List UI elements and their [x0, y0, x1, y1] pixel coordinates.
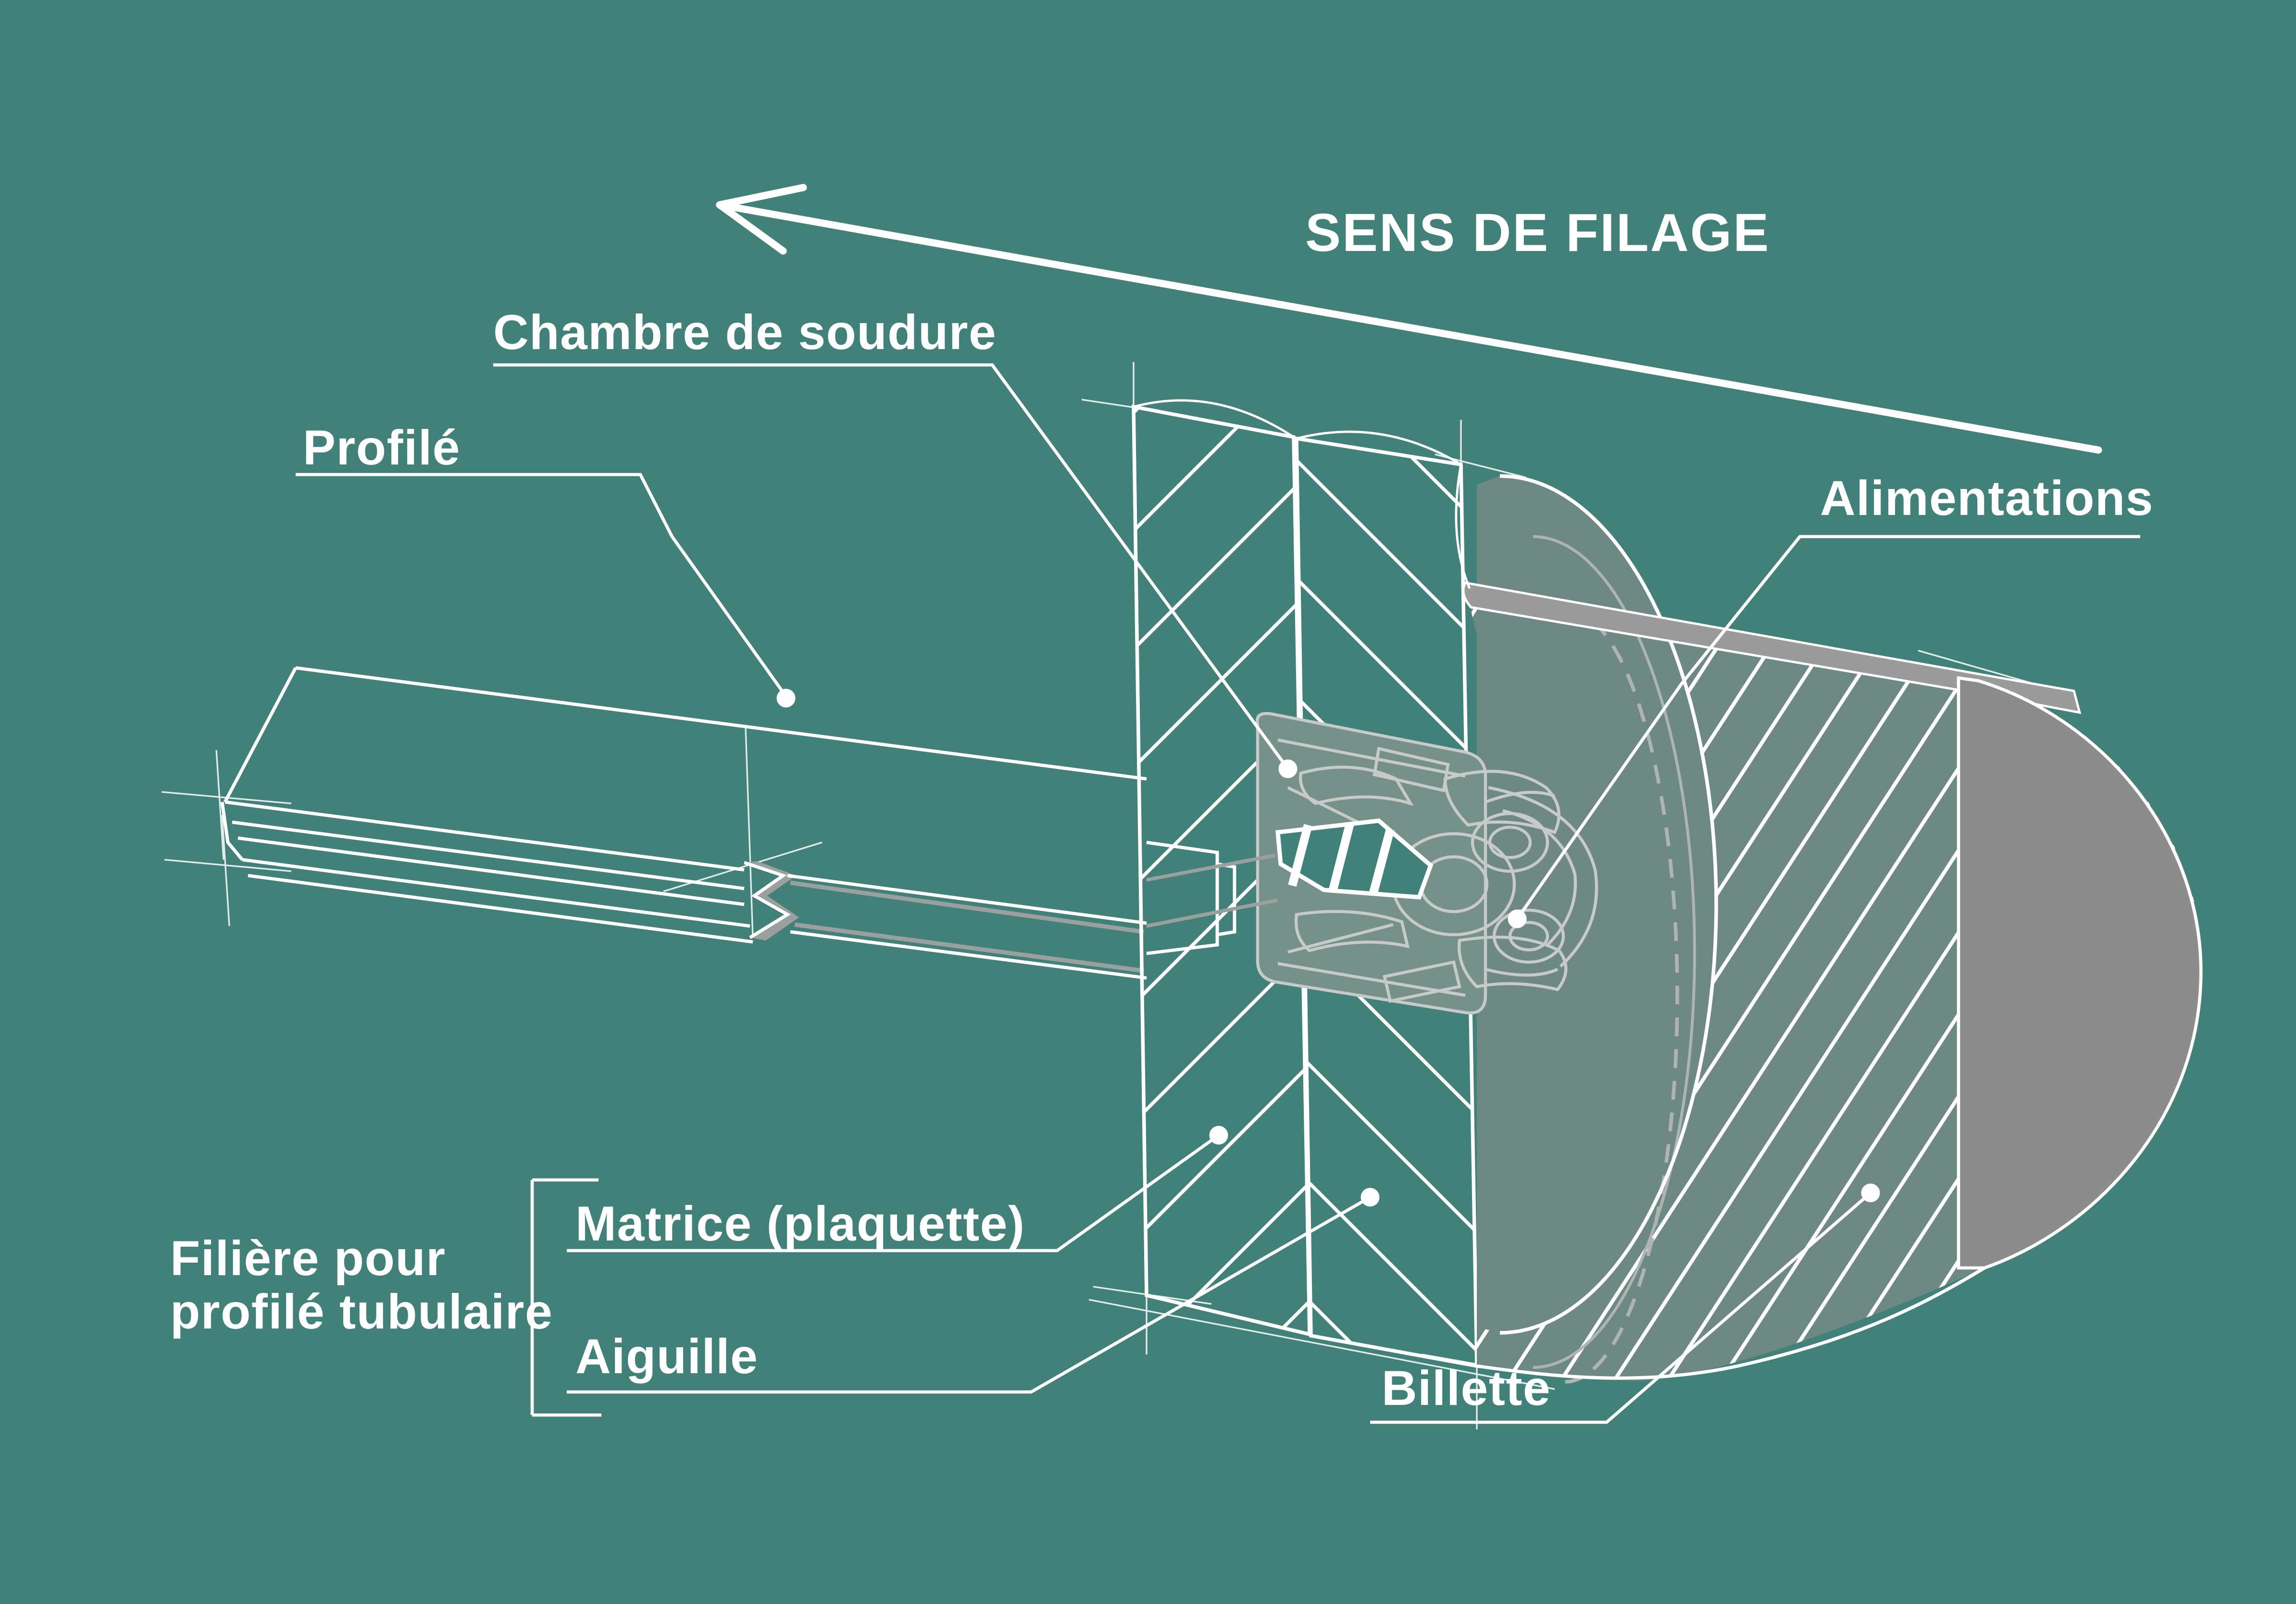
dot-billette [1861, 1183, 1880, 1203]
feed-port-lower-right [1458, 935, 1568, 991]
leader-chambre [493, 363, 1289, 770]
leader-lines [296, 363, 2140, 1424]
leader-matrice [567, 1134, 1220, 1253]
label-matrice: Matrice (plaquette) [575, 1197, 1025, 1252]
label-alimentations: Alimentations [1820, 472, 2154, 526]
feed-port-lower-left [1295, 910, 1410, 952]
billet-bottom-edge [1476, 1266, 1985, 1380]
beam-edge-bottom-2 [248, 874, 753, 944]
arrow-barb-upper [716, 184, 807, 209]
dot-matrice [1209, 1126, 1228, 1145]
leader-dots [776, 689, 1880, 1207]
beam-edge-top-rear [295, 666, 1147, 781]
label-chambre-de-soudure: Chambre de soudure [493, 306, 997, 361]
label-aiguille: Aiguille [575, 1330, 759, 1385]
beam-edge-inner-2 [237, 836, 745, 906]
direction-arrow [716, 184, 2102, 454]
filiere-bracket [530, 1178, 601, 1417]
hidden-bore-dashed-arc [1564, 607, 1679, 1384]
feed-port-upper-right [1443, 770, 1560, 834]
die-orifice-slot [1275, 818, 1434, 900]
leader-billette [1370, 1191, 1872, 1424]
beam-edge-inner-1 [232, 820, 745, 890]
dot-profile [776, 689, 796, 708]
beam-break-wall [744, 861, 799, 940]
leader-aiguille [567, 1196, 1371, 1394]
label-profile: Profilé [303, 421, 461, 476]
leader-alimentations [1516, 535, 2140, 920]
beam-edge-top-front [225, 800, 1147, 925]
direction-label: SENS DE FILAGE [1305, 203, 1771, 263]
beam-break-zigzag [743, 861, 791, 939]
arrow-shaft [716, 201, 2102, 454]
needle-shaft-line-1 [1146, 853, 1275, 882]
profile-beam [220, 666, 1147, 980]
die-mechanism [1146, 712, 1598, 1015]
label-filiere: Filière pour profilé tubulaire [170, 1233, 553, 1340]
beam-edge-bottom [242, 858, 1147, 980]
plate-top-arc-left [1133, 399, 1295, 439]
label-filiere-line1: Filière pour [170, 1232, 446, 1287]
beam-left-end-face [220, 802, 244, 861]
arrow-barb-lower [716, 201, 787, 255]
billet-top-band [1462, 581, 2082, 714]
label-billette: Billette [1382, 1362, 1551, 1416]
dot-alimentations [1508, 909, 1527, 928]
leader-profile [296, 473, 785, 693]
label-filiere-line2: profilé tubulaire [170, 1285, 553, 1340]
beam-left-top-edge [223, 667, 298, 803]
beam-section-walls [790, 880, 1144, 973]
weld-chamber-dome-arc [1499, 474, 1718, 1335]
dot-aiguille [1360, 1188, 1380, 1207]
cap-silhouette-curve [1455, 464, 1471, 589]
plate-top-arc-right [1296, 430, 1462, 466]
needle-shaft-line-2 [1146, 898, 1278, 928]
chamber-inner-arc [1533, 535, 1697, 1369]
billet-dome-end [1957, 676, 2203, 1270]
dot-chambre [1278, 759, 1298, 778]
